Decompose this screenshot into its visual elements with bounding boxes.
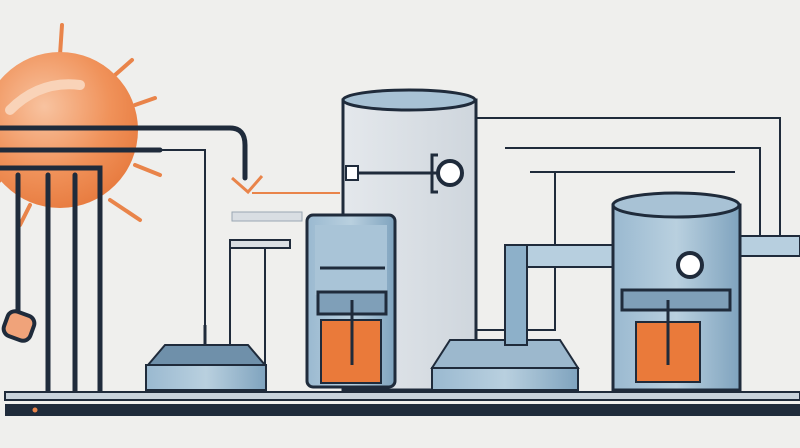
pipe-network-left <box>0 125 248 395</box>
connector <box>231 175 264 195</box>
ground-pipe <box>4 391 800 416</box>
tank-right <box>611 191 742 392</box>
pipe-right <box>504 235 800 346</box>
tank-small <box>305 213 397 389</box>
base-unit-center <box>430 339 580 391</box>
bracket <box>229 239 291 249</box>
bracket <box>231 211 303 222</box>
base-unit-left <box>145 325 268 391</box>
valve-icon <box>1 309 37 343</box>
gauge-icon <box>676 251 704 279</box>
gauge-icon <box>436 159 464 187</box>
